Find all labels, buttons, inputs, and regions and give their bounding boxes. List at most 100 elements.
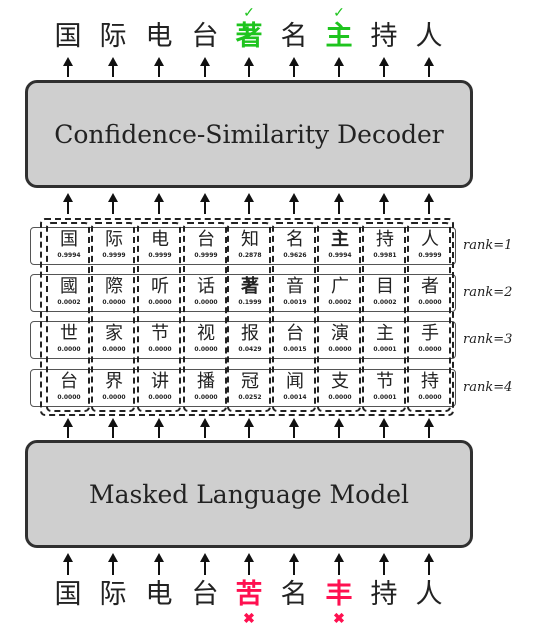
- candidate-probability: 0.2878: [238, 252, 262, 259]
- candidate-probability: 0.9999: [194, 252, 218, 259]
- input-char: 人: [415, 579, 443, 610]
- output-char: 主: [325, 21, 353, 52]
- confidence-similarity-decoder-box: Confidence-Similarity Decoder: [25, 80, 473, 188]
- candidate-probability: 0.0000: [148, 346, 172, 353]
- candidate-char: 际: [105, 229, 123, 250]
- up-arrow: [289, 553, 299, 575]
- candidate-probability: 0.9994: [57, 252, 81, 259]
- candidate-char: 演: [331, 323, 349, 344]
- up-arrow: [200, 193, 210, 214]
- up-arrow: [200, 553, 210, 575]
- candidate-cell: 主 0.9994: [319, 228, 361, 263]
- up-arrow: [424, 57, 434, 77]
- candidate-probability: 0.0019: [283, 299, 307, 306]
- candidate-char: 节: [151, 323, 169, 344]
- candidate-probability: 0.0000: [194, 394, 218, 401]
- column-dashed-outline: [317, 222, 361, 412]
- up-arrow: [63, 418, 73, 438]
- candidate-probability: 0.0000: [148, 394, 172, 401]
- candidate-char: 话: [197, 276, 215, 297]
- up-arrow: [334, 553, 344, 575]
- output-char: 持: [370, 21, 398, 52]
- up-arrow: [379, 193, 389, 214]
- up-arrow: [154, 57, 164, 77]
- candidate-char: 主: [331, 229, 349, 250]
- candidate-char: 台: [197, 229, 215, 250]
- candidate-probability: 0.0002: [373, 299, 397, 306]
- up-arrow: [379, 57, 389, 77]
- candidate-cell: 讲 0.0000: [139, 370, 181, 405]
- candidate-probability: 0.9999: [102, 252, 126, 259]
- candidate-char: 视: [197, 323, 215, 344]
- candidate-char: 界: [105, 371, 123, 392]
- input-char: 台: [191, 579, 219, 610]
- up-arrow: [334, 418, 344, 438]
- up-arrow: [200, 418, 210, 438]
- candidate-char: 冠: [241, 371, 259, 392]
- up-arrow: [108, 57, 118, 77]
- input-char: 际: [99, 579, 127, 610]
- rank-label: rank=2: [463, 285, 513, 300]
- candidate-char: 讲: [151, 371, 169, 392]
- candidate-probability: 0.0000: [418, 394, 442, 401]
- input-char: 苦: [235, 579, 263, 610]
- candidate-char: 家: [105, 323, 123, 344]
- candidate-char: 持: [376, 229, 394, 250]
- up-arrow: [289, 418, 299, 438]
- column-dashed-outline: [272, 222, 316, 412]
- up-arrow: [108, 553, 118, 575]
- up-arrow: [424, 193, 434, 214]
- rank-label: rank=1: [463, 238, 513, 253]
- candidate-probability: 0.0001: [373, 346, 397, 353]
- rank-label: rank=4: [463, 380, 513, 395]
- candidate-char: 台: [60, 371, 78, 392]
- cross-icon: ✖: [333, 611, 345, 627]
- column-dashed-outline: [183, 222, 227, 412]
- candidate-probability: 0.0000: [57, 394, 81, 401]
- candidate-probability: 0.9994: [328, 252, 352, 259]
- up-arrow: [289, 193, 299, 214]
- candidate-char: 目: [376, 276, 394, 297]
- candidate-cell: 播 0.0000: [185, 370, 227, 405]
- output-char: 著: [235, 21, 263, 52]
- candidate-char: 听: [151, 276, 169, 297]
- candidate-probability: 0.0000: [194, 346, 218, 353]
- candidate-char: 主: [376, 323, 394, 344]
- output-char: 际: [99, 21, 127, 52]
- up-arrow: [154, 193, 164, 214]
- candidate-char: 播: [197, 371, 215, 392]
- up-arrow: [244, 193, 254, 214]
- candidate-char: 支: [331, 371, 349, 392]
- candidate-char: 國: [60, 276, 78, 297]
- candidate-probability: 0.0000: [57, 346, 81, 353]
- candidate-probability: 0.0000: [102, 346, 126, 353]
- candidate-probability: 0.9999: [148, 252, 172, 259]
- up-arrow: [154, 553, 164, 575]
- candidate-probability: 0.9626: [283, 252, 307, 259]
- candidate-cell: 主 0.0001: [364, 322, 406, 357]
- candidate-cell: 台 0.9999: [185, 228, 227, 263]
- output-char: 名: [280, 21, 308, 52]
- candidate-probability: 0.0015: [283, 346, 307, 353]
- candidate-probability: 0.0000: [418, 299, 442, 306]
- input-char: 名: [280, 579, 308, 610]
- candidate-cell: 视 0.0000: [185, 322, 227, 357]
- candidate-cell: 节 0.0000: [139, 322, 181, 357]
